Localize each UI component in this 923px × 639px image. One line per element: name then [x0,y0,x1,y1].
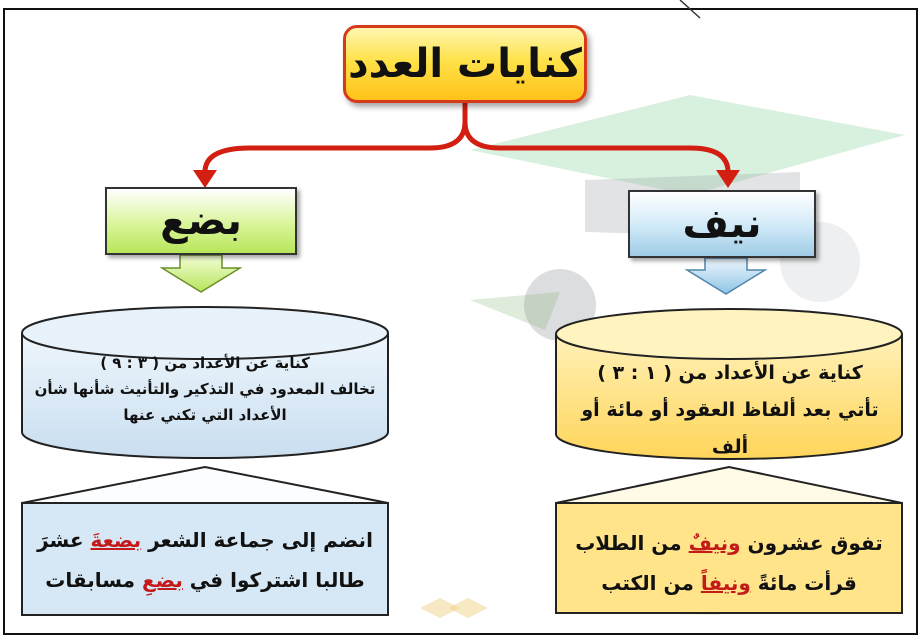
cylinder-left [21,306,389,459]
nayyif-definition-line: تأتي بعد ألفاظ العقود أو مائة أو ألف [581,399,879,458]
bid-examples: انضم إلى جماعة الشعر بضعةَ عشرَ طالبا اش… [22,520,388,600]
label-nayyif: نيف [628,190,816,258]
diagram-title: كنايات العدد [343,25,587,103]
nayyif-examples: تفوق عشرون ونيفٌ من الطلاب قرأت مائةً ون… [556,523,902,603]
nayyif-example-line: تفوق عشرون ونيفٌ من الطلاب [575,531,883,555]
bid-definition-line: كناية عن الأعداد من ( ٣ : ٩ ) [100,354,310,372]
nayyif-definition: كناية عن الأعداد من ( ١ : ٣ ) تأتي بعد أ… [560,355,900,466]
arrow-head-left [193,170,217,188]
example-callout-right [555,465,903,614]
example-keyword: ونيفٌ [688,531,741,555]
example-keyword: بضعةَ [90,528,142,552]
label-bid: بضع [105,187,297,255]
arrow-head-right [716,170,740,188]
bid-example-line: طالبا اشتركوا في بضعِ مسابقات [45,568,365,592]
bid-example-line: انضم إلى جماعة الشعر بضعةَ عشرَ [37,528,373,552]
cylinder-right [555,308,903,460]
down-arrow-left [159,254,243,293]
nayyif-example-line: قرأت مائةً ونيفاً من الكتب [601,571,857,595]
bid-definition-line: الأعداد التي تكني عنها [123,406,287,424]
bid-definition-line: تخالف المعدود في التذكير والتأنيث شأنها … [34,380,376,398]
down-arrow-right [684,257,768,295]
example-callout-left [21,465,389,616]
example-keyword: ونيفاً [700,571,751,595]
bid-definition: كناية عن الأعداد من ( ٣ : ٩ ) تخالف المع… [22,350,388,428]
example-keyword: بضعِ [141,568,183,592]
nayyif-definition-line: كناية عن الأعداد من ( ١ : ٣ ) [597,362,863,384]
connector-arrows [202,99,731,175]
